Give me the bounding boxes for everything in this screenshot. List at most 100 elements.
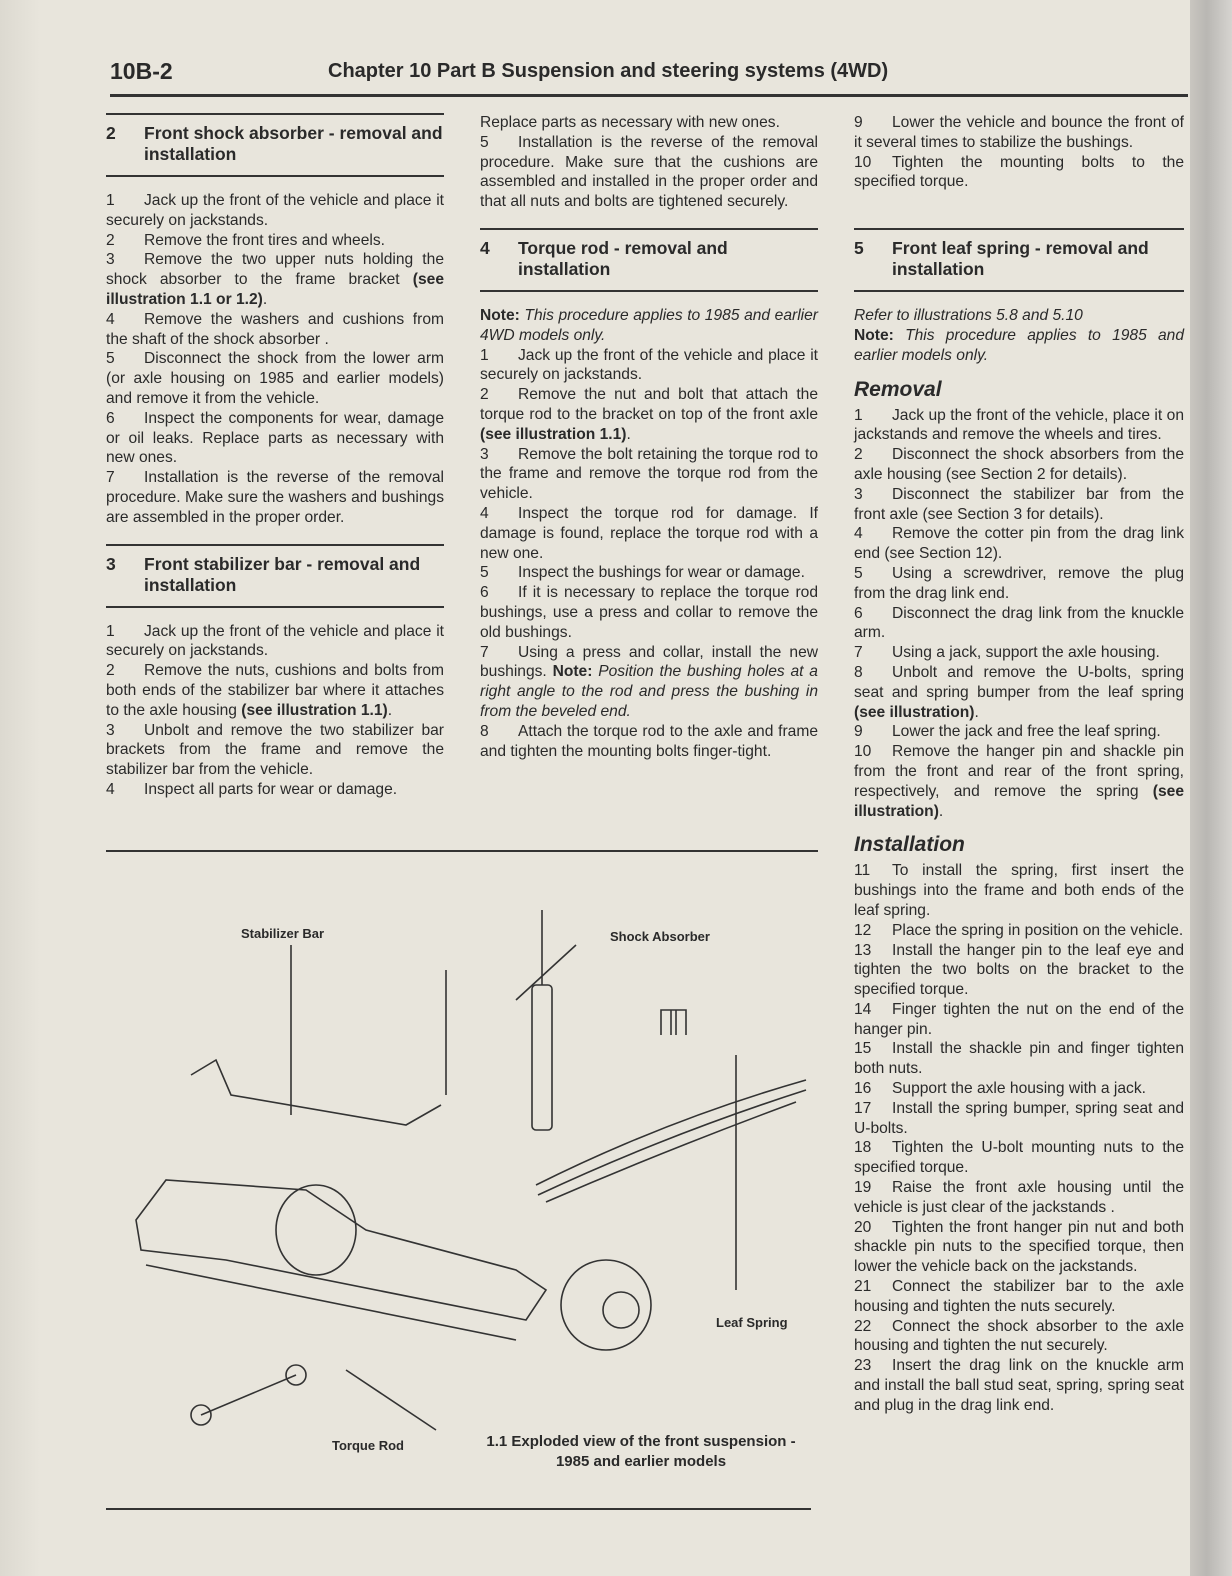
shock-body	[531, 984, 553, 1131]
page-shadow-left	[0, 0, 40, 1576]
figure-caption: 1.1 Exploded view of the front suspensio…	[461, 1432, 821, 1472]
text-run: If it is necessary to replace the torque…	[480, 584, 818, 641]
text-run: (see illustration 1.1 or 1.2)	[106, 271, 444, 308]
text-run: Note:	[480, 306, 525, 324]
step-number: 13	[854, 941, 872, 959]
section-title: Front stabilizer bar - removal and insta…	[144, 553, 421, 595]
step-number: 1	[854, 406, 863, 424]
step-number: 3	[480, 445, 489, 463]
text-run: Disconnect the shock absorbers from the …	[854, 446, 1184, 483]
text-run: Remove the nut and bolt that attach the …	[480, 386, 818, 423]
text-run: Installation is the reverse of the remov…	[480, 133, 818, 211]
step-number: 4	[106, 780, 115, 798]
text-run: This procedure applies to 1985 and earli…	[854, 326, 1184, 364]
text-run: Remove the nuts, cushions and bolts from…	[106, 662, 444, 719]
torque-rod-leader	[345, 1369, 437, 1431]
step-number: 6	[854, 604, 863, 622]
step-number: 10	[854, 743, 872, 761]
u-bolts	[660, 1009, 687, 1035]
page-number: 10B-2	[110, 58, 173, 84]
text-run: Inspect the torque rod for damage. If da…	[480, 504, 818, 562]
differential	[275, 1184, 357, 1276]
step-number: 4	[480, 504, 489, 522]
text-run: Attach the torque rod to the axle and fr…	[480, 722, 818, 760]
step-number: 5	[854, 564, 863, 582]
text-run: To install the spring, first insert the …	[854, 862, 1184, 919]
header-rule	[110, 94, 1188, 97]
text-run: Jack up the front of the vehicle and pla…	[480, 346, 818, 384]
text-run: Raise the front axle housing until the v…	[854, 1179, 1184, 1216]
text-run: Lower the jack and free the leaf spring.	[892, 723, 1161, 741]
caption-line-1: 1.1 Exploded view of the front suspensio…	[486, 1433, 796, 1450]
chapter-title: Chapter 10 Part B Suspension and steerin…	[328, 60, 889, 82]
step-number: 2	[106, 662, 115, 680]
text-run: Jack up the front of the vehicle and pla…	[106, 622, 444, 660]
text-run: Finger tighten the nut on the end of the…	[854, 1000, 1184, 1038]
text-run: Jack up the front of the vehicle and pla…	[106, 192, 444, 229]
text-run: Remove the washers and cushions from the…	[106, 310, 444, 348]
step-number: 18	[854, 1139, 872, 1157]
step-number: 17	[854, 1099, 872, 1117]
caption-line-2: 1985 and earlier models	[555, 1453, 727, 1470]
step-number: 21	[854, 1278, 872, 1296]
text-column-2: Replace parts as necessary with new ones…	[480, 113, 818, 761]
figure-bottom-rule	[106, 1508, 811, 1510]
text-run: Tighten the U-bolt mounting nuts to the …	[854, 1139, 1184, 1177]
text-run: This procedure applies to 1985 and earli…	[480, 306, 818, 344]
text-run: Inspect the components for wear, damage …	[106, 409, 444, 467]
step-number: 9	[854, 114, 863, 131]
note-paragraph: Note: This procedure applies to 1985 and…	[480, 306, 818, 346]
text-run: Install the hanger pin to the leaf eye a…	[854, 941, 1184, 999]
step-number: 11	[854, 862, 871, 880]
tie-rod	[145, 1264, 517, 1341]
text-run: Connect the stabilizer bar to the axle h…	[854, 1278, 1184, 1315]
text-run: Install the spring bumper, spring seat a…	[854, 1099, 1184, 1137]
step-number: 7	[480, 643, 489, 661]
step-number: 2	[854, 446, 863, 464]
text-run: .	[974, 703, 979, 721]
text-run: Tighten the mounting bolts to the specif…	[854, 153, 1184, 191]
figure-exploded-suspension: Stabilizer Bar Shock Absorber Leaf Sprin…	[106, 850, 818, 1515]
suspension-drawing	[135, 910, 807, 1431]
torque-rod-bushing-rear	[190, 1404, 212, 1426]
note-paragraph: Refer to illustrations 5.8 and 5.10	[854, 306, 1184, 326]
step-number: 1	[480, 346, 489, 364]
text-run: Inspect the bushings for wear or damage.	[518, 564, 805, 582]
text-run: (see illustration 1.1)	[480, 425, 627, 443]
label-torque-rod: Torque Rod	[332, 1438, 404, 1453]
text-run: Refer to illustrations 5.8 and 5.10	[854, 307, 1083, 325]
step-number: 2	[480, 386, 489, 404]
step-number: 3	[854, 485, 863, 503]
section-number: 4	[480, 237, 490, 258]
text-run: .	[626, 425, 631, 443]
stabilizer-bar	[190, 1058, 442, 1126]
text-run: (see illustration)	[854, 703, 975, 721]
step-number: 5	[106, 350, 115, 368]
step-number: 3	[106, 721, 115, 739]
text-run: Inspect all parts for wear or damage.	[144, 780, 398, 798]
step-number: 6	[480, 584, 489, 602]
